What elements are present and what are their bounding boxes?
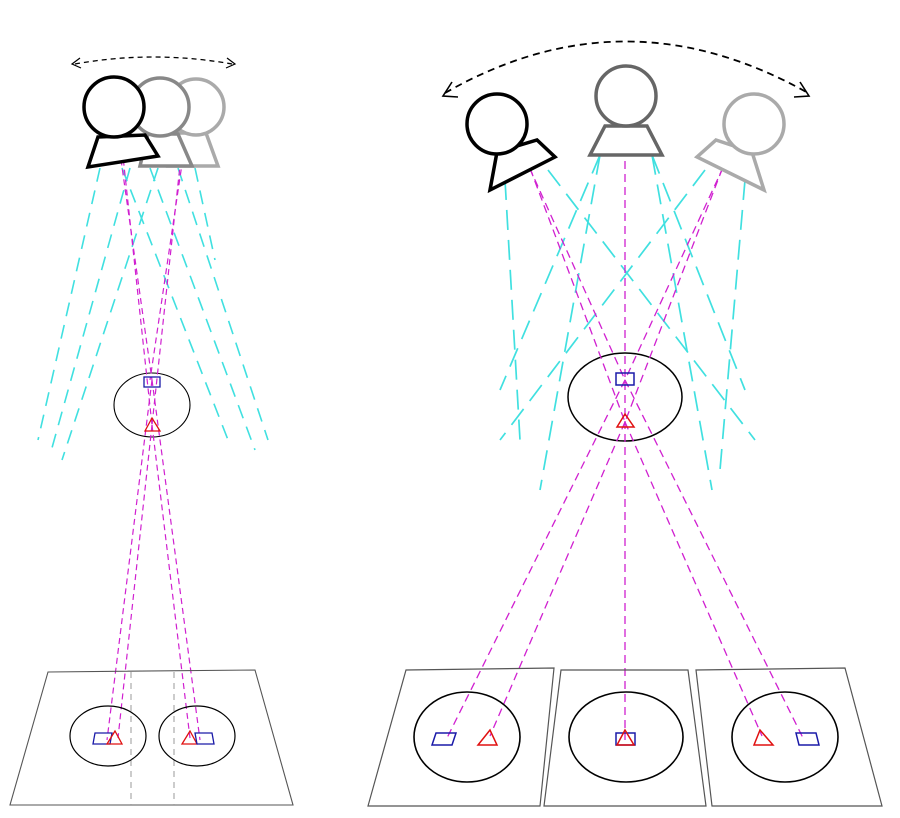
right-image-plane-center — [543, 669, 707, 807]
right-frustum-lines — [499, 154, 756, 491]
triangle-marker-icon — [105, 729, 124, 745]
left-panel — [9, 56, 294, 806]
triangle-marker-icon — [752, 728, 775, 746]
square-marker-icon — [615, 372, 635, 386]
left-image-ellipse — [69, 705, 147, 767]
triangle-marker-icon — [143, 416, 162, 432]
arrowhead-right-icon — [225, 57, 237, 69]
right-image-plane-right — [695, 667, 883, 807]
left-frustum-lines — [37, 167, 269, 461]
right-image-ellipse — [568, 691, 684, 783]
camera-icon — [465, 92, 559, 194]
camera-icon — [82, 75, 161, 170]
square-marker-icon — [194, 732, 215, 745]
triangle-marker-icon — [180, 729, 199, 745]
left-rays — [106, 109, 201, 741]
camera-icon — [587, 64, 665, 157]
arrowhead-right-icon — [793, 81, 811, 98]
square-marker-icon — [143, 376, 161, 388]
left-image-ellipse — [158, 705, 236, 767]
square-marker-icon — [795, 732, 820, 746]
arrowhead-left-icon — [70, 57, 82, 69]
camera-icon — [693, 92, 786, 194]
triangle-marker-icon — [615, 728, 636, 746]
square-marker-icon — [430, 732, 458, 746]
right-image-ellipse — [413, 691, 521, 783]
right-image-plane-left — [367, 667, 555, 807]
square-marker-icon — [92, 732, 113, 745]
curved-double-arrow-icon — [74, 56, 233, 65]
left-object-ellipse — [113, 372, 191, 438]
triangle-marker-icon — [615, 412, 636, 428]
right-image-ellipse — [731, 691, 839, 783]
left-image-plane — [9, 669, 294, 806]
triangle-marker-icon — [476, 728, 499, 746]
curved-double-arrow-icon — [444, 40, 809, 94]
right-panel — [367, 40, 883, 807]
arrowhead-left-icon — [441, 81, 459, 98]
